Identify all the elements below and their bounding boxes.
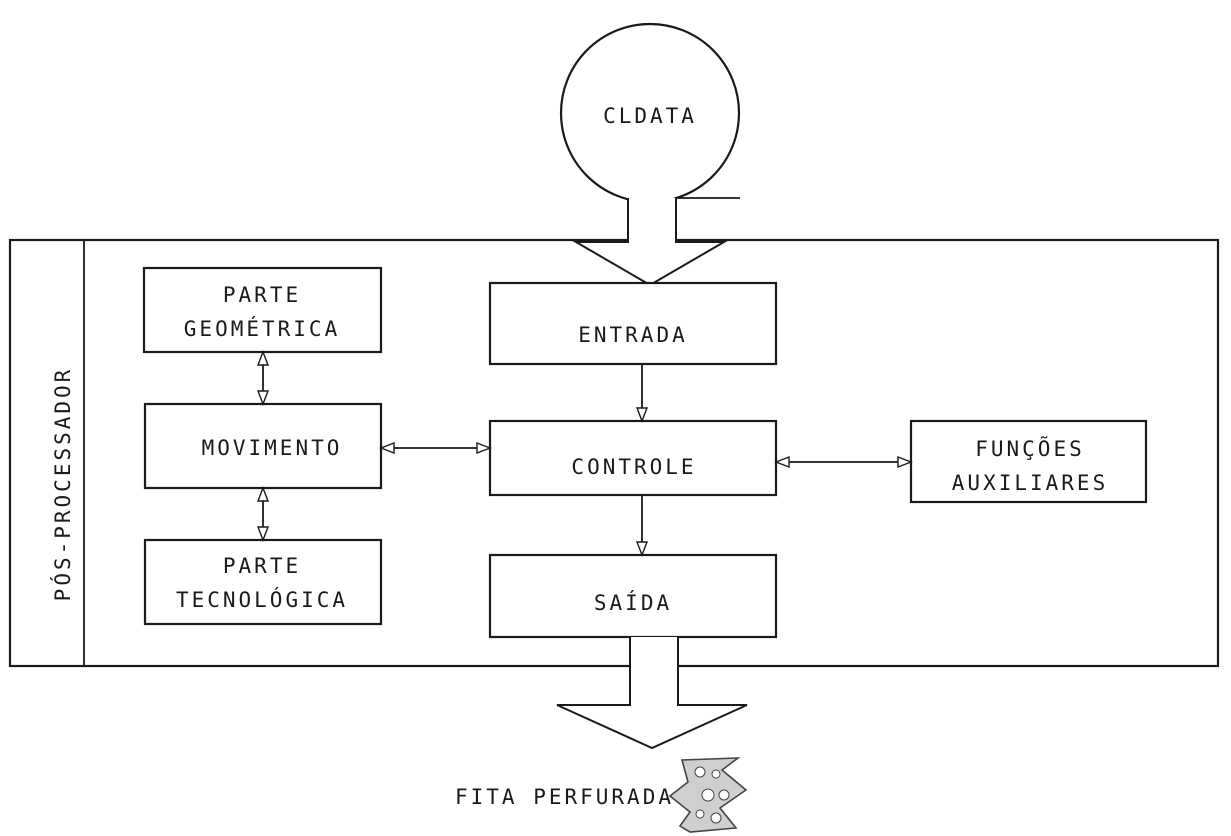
funcoes-auxiliares-line1: FUNÇÕES [975,435,1085,461]
funcoes-auxiliares-line2: AUXILIARES [952,471,1108,495]
parte-geometrica-line2: GEOMÉTRICA [184,316,340,341]
fita-perfurada-label: FITA PERFURADA [455,785,674,809]
punched-tape-icon [670,758,746,832]
entrada-label: ENTRADA [578,323,688,347]
pos-processador-label: PÓS-PROCESSADOR [50,367,75,602]
saida-label: SAÍDA [594,590,672,615]
parte-geometrica-line1: PARTE [223,283,301,307]
controle-label: CONTROLE [571,455,696,479]
parte-tecnologica-line2: TECNOLÓGICA [176,587,348,612]
parte-tecnologica-line1: PARTE [223,554,301,578]
cldata-label: CLDATA [603,104,697,128]
movimento-label: MOVIMENTO [202,436,343,460]
